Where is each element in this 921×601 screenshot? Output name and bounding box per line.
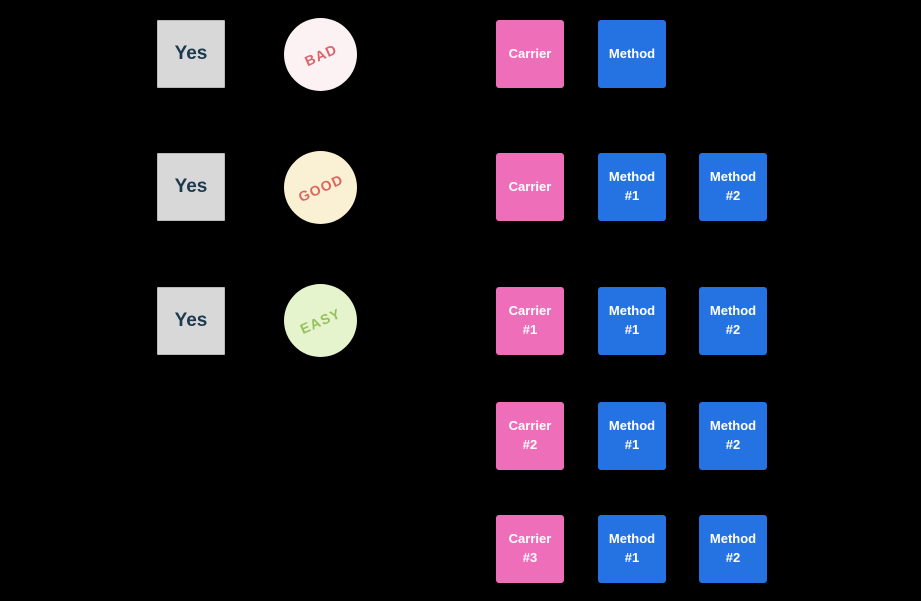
carrier-chip: Carrier #1 — [496, 287, 564, 355]
method-chip: Method #2 — [699, 153, 767, 221]
method-chip: Method #1 — [598, 287, 666, 355]
method-chip: Method #2 — [699, 515, 767, 583]
carrier-chip: Carrier #3 — [496, 515, 564, 583]
carrier-chip: Carrier — [496, 20, 564, 88]
answer-label: Yes — [174, 43, 208, 64]
answer-label: Yes — [174, 310, 208, 331]
carrier-label: Carrier #3 — [508, 531, 552, 565]
method-label: Method #1 — [608, 169, 656, 203]
method-chip: Method #1 — [598, 153, 666, 221]
method-label: Method #2 — [709, 418, 757, 452]
answer-label: Yes — [174, 176, 208, 197]
carrier-chip: Carrier — [496, 153, 564, 221]
method-label: Method #2 — [709, 169, 757, 203]
method-chip: Method #1 — [598, 515, 666, 583]
rating-circle-good: GOOD — [284, 151, 357, 224]
carrier-label: Carrier #1 — [508, 303, 552, 337]
rating-label: EASY — [297, 304, 344, 337]
carrier-label: Carrier #2 — [508, 418, 552, 452]
method-chip: Method — [598, 20, 666, 88]
rating-label: BAD — [301, 40, 340, 69]
answer-box-bad: Yes — [157, 20, 225, 88]
method-label: Method #2 — [709, 303, 757, 337]
rating-label: GOOD — [295, 170, 346, 205]
method-label: Method #2 — [709, 531, 757, 565]
rating-circle-bad: BAD — [284, 18, 357, 91]
method-label: Method — [608, 45, 656, 61]
method-label: Method #1 — [608, 418, 656, 452]
method-chip: Method #2 — [699, 287, 767, 355]
answer-box-good: Yes — [157, 153, 225, 221]
answer-box-easy: Yes — [157, 287, 225, 355]
carrier-chip: Carrier #2 — [496, 402, 564, 470]
method-label: Method #1 — [608, 303, 656, 337]
rating-circle-easy: EASY — [284, 284, 357, 357]
method-chip: Method #1 — [598, 402, 666, 470]
method-chip: Method #2 — [699, 402, 767, 470]
carrier-label: Carrier — [508, 45, 552, 61]
method-label: Method #1 — [608, 531, 656, 565]
carrier-label: Carrier — [508, 178, 552, 194]
